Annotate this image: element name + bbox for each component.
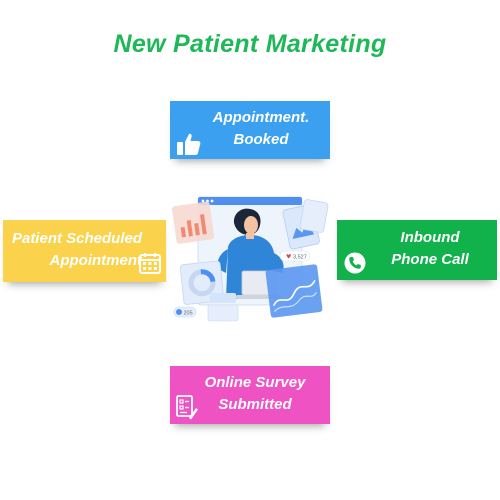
patient-scheduled-card: Patient Scheduled Appointment: [3, 220, 166, 282]
phone-icon: [344, 252, 366, 274]
call-line-1: Inbound: [400, 229, 460, 246]
survey-submitted-card: Online Survey Submitted: [170, 366, 330, 424]
booked-line-1: Appointment.: [212, 109, 310, 126]
survey-line-2: Submitted: [218, 396, 292, 413]
page-title: New Patient Marketing: [113, 30, 387, 58]
inbound-call-card: Inbound Phone Call: [337, 220, 497, 280]
scheduled-line-2: Appointment: [49, 252, 142, 269]
call-line-2: Phone Call: [391, 251, 469, 268]
like-count-text: 205: [184, 311, 193, 317]
scheduled-line-1: Patient Scheduled: [11, 230, 142, 247]
calendar-icon: [139, 253, 161, 274]
svg-text:♥: ♥: [286, 254, 291, 261]
analytics-person-illustration: ♥ 3,527 205: [171, 196, 329, 322]
heart-count-text: 3,527: [293, 255, 307, 261]
booked-line-2: Booked: [233, 131, 289, 148]
thumbs-up-icon: [177, 133, 201, 155]
survey-line-1: Online Survey: [204, 374, 306, 391]
survey-form-icon: [176, 395, 198, 420]
appointment-booked-card: Appointment. Booked: [170, 101, 330, 159]
